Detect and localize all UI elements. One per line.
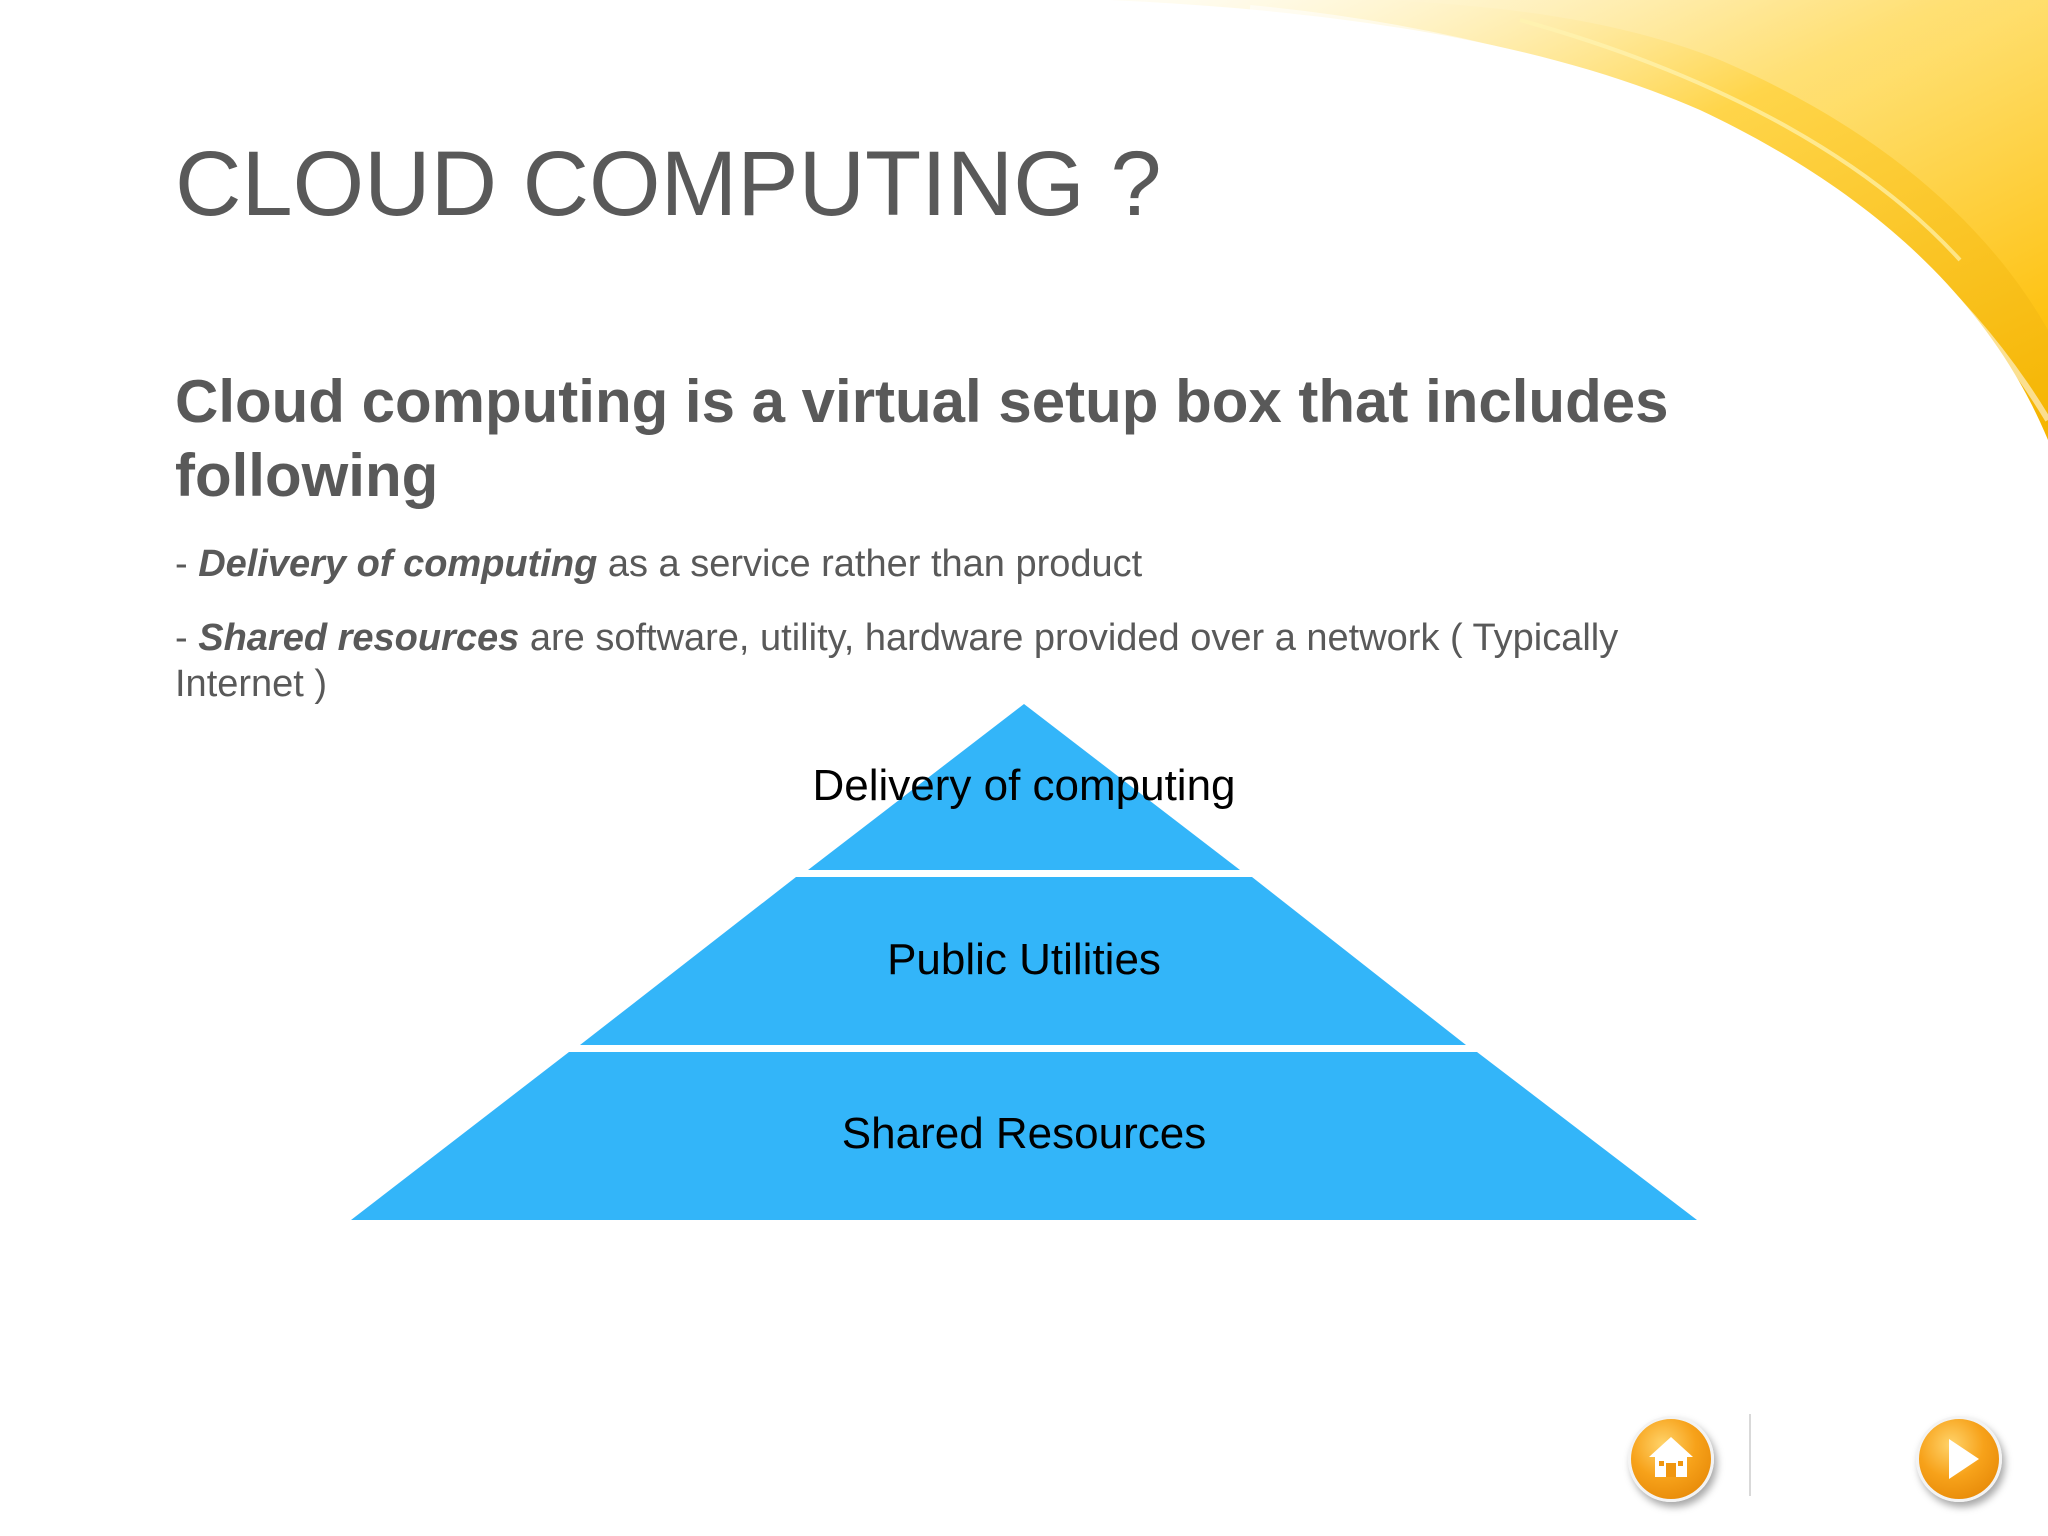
pyramid-label-delivery-of-computing: Delivery of computing <box>812 761 1236 810</box>
bullet-emphasis: Delivery of computing <box>198 543 598 585</box>
bullet-text: are software, utility, hardware provided… <box>175 617 1619 705</box>
pyramid-tier-bottom <box>351 1052 1697 1220</box>
bullet-text: as a service rather than product <box>597 543 1143 585</box>
slide-subtitle: Cloud computing is a virtual setup box t… <box>175 368 1669 509</box>
bullet-prefix: - <box>175 543 199 585</box>
pyramid-tier-middle <box>580 877 1466 1045</box>
home-button[interactable] <box>1628 1416 1714 1502</box>
page-title: CLOUD COMPUTING ? <box>175 133 1162 235</box>
next-slide-button[interactable] <box>1916 1416 2002 1502</box>
pyramid-label-shared-resources: Shared Resources <box>841 1109 1207 1158</box>
play-next-icon <box>1949 1439 1979 1479</box>
pyramid-tier-top <box>808 704 1240 870</box>
nav-divider <box>1749 1414 1751 1496</box>
bullet-delivery-of-computing: - Delivery of computing as a service rat… <box>175 541 1735 587</box>
bullet-prefix: - <box>175 617 199 659</box>
bullet-emphasis: Shared resources <box>198 617 520 659</box>
home-icon <box>1649 1437 1693 1477</box>
pyramid-label-public-utilities: Public Utilities <box>887 935 1161 984</box>
bullet-shared-resources: - Shared resources are software, utility… <box>175 615 1735 707</box>
